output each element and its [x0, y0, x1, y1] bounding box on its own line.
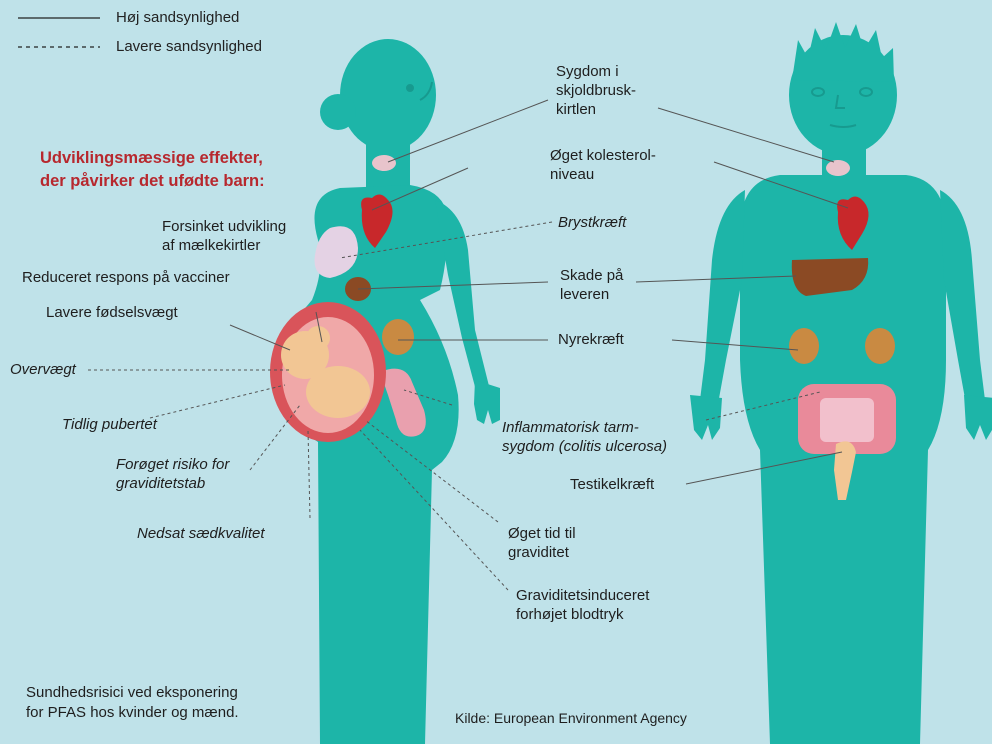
label-time-to-pregnancy-1: Øget tid til: [508, 524, 576, 543]
label-cholesterol-1: Øget kolesterol-: [550, 146, 656, 165]
label-vaccine-response: Reduceret respons på vacciner: [22, 268, 230, 287]
source-credit: Kilde: European Environment Agency: [455, 709, 687, 728]
legend-swatches: [18, 18, 100, 47]
label-birthweight: Lavere fødselsvægt: [46, 303, 178, 322]
legend-high-label: Høj sandsynlighed: [116, 8, 239, 27]
label-early-puberty: Tidlig pubertet: [62, 415, 157, 434]
label-milk-gland-1: Forsinket udvikling: [162, 217, 286, 236]
label-breast-cancer: Brystkræft: [558, 213, 626, 232]
label-blood-pressure-1: Graviditetsinduceret: [516, 586, 649, 605]
label-cholesterol-2: niveau: [550, 165, 594, 184]
female-thyroid: [372, 155, 396, 171]
label-bowel-2: sygdom (colitis ulcerosa): [502, 437, 667, 456]
caption-line2: for PFAS hos kvinder og mænd.: [26, 703, 239, 722]
female-kidney: [382, 319, 414, 355]
effects-header-line2: der påvirker det ufødte barn:: [40, 171, 265, 192]
legend-low-label: Lavere sandsynlighed: [116, 37, 262, 56]
label-thyroid-2: skjoldbrusk-: [556, 81, 636, 100]
label-thyroid-1: Sygdom i: [556, 62, 619, 81]
label-kidney-cancer: Nyrekræft: [558, 330, 624, 349]
label-miscarriage-1: Forøget risiko for: [116, 455, 229, 474]
label-testicular-cancer: Testikelkræft: [570, 475, 654, 494]
label-semen-quality: Nedsat sædkvalitet: [137, 524, 265, 543]
label-liver-2: leveren: [560, 285, 609, 304]
label-bowel-1: Inflammatorisk tarm-: [502, 418, 639, 437]
label-milk-gland-2: af mælkekirtler: [162, 236, 260, 255]
caption-line1: Sundhedsrisici ved eksponering: [26, 683, 238, 702]
effects-header-line1: Udviklingsmæssige effekter,: [40, 148, 263, 169]
male-figure: [690, 22, 992, 744]
label-thyroid-3: kirtlen: [556, 100, 596, 119]
label-time-to-pregnancy-2: graviditet: [508, 543, 569, 562]
label-blood-pressure-2: forhøjet blodtryk: [516, 605, 624, 624]
label-miscarriage-2: graviditetstab: [116, 474, 205, 493]
label-overweight: Overvægt: [10, 360, 76, 379]
label-liver-1: Skade på: [560, 266, 623, 285]
male-thyroid: [826, 160, 850, 176]
